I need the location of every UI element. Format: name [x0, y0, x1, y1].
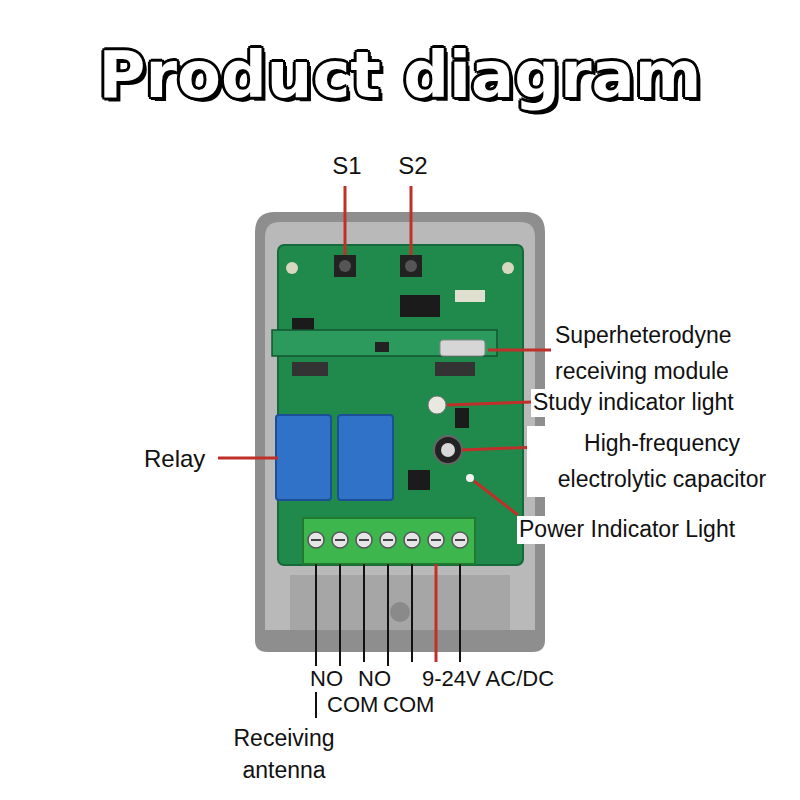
button-s1: [334, 255, 356, 277]
screw-hole: [390, 602, 410, 622]
ic-chip: [400, 295, 440, 317]
terminal-label: COM: [325, 692, 380, 718]
callout-label: Relay: [142, 445, 218, 474]
capacitor: [434, 436, 462, 464]
smd-part: [375, 342, 389, 352]
callout-label: Power Indicator Light: [517, 516, 797, 544]
relay-body: [276, 415, 331, 500]
crystal: [440, 340, 485, 356]
pin-header: [292, 362, 328, 376]
pin-header: [435, 362, 475, 376]
callout-label: High-frequency electrolytic capacitor: [527, 426, 797, 497]
housing-floor: [290, 575, 510, 630]
mount-hole: [286, 262, 298, 274]
button-s2: [400, 255, 422, 277]
callout-label: Receiving antenna: [214, 722, 354, 786]
terminal-label: COM: [381, 692, 436, 718]
power-led: [466, 474, 474, 482]
relay-body: [338, 415, 393, 500]
study-led: [428, 396, 446, 414]
smd-part: [455, 290, 485, 302]
terminal-label: NO: [356, 666, 393, 692]
title: Product diagram: [0, 38, 800, 112]
button-cap: [405, 260, 417, 272]
button-cap: [339, 260, 351, 272]
callout-label: Study indicator light: [531, 389, 797, 417]
terminal-wires: [316, 564, 460, 718]
capacitor-top: [441, 443, 455, 457]
button-label: S2: [395, 152, 431, 181]
button-label: S1: [329, 152, 365, 181]
terminal-label: 9-24V AC/DC: [420, 666, 556, 692]
terminal-label: NO: [308, 666, 345, 692]
housing: [255, 212, 545, 652]
mount-hole: [502, 262, 514, 274]
callout-label: Superheterodyne receiving module: [553, 318, 797, 389]
terminal-block: [303, 518, 475, 564]
housing-inner: [265, 222, 535, 630]
regulator: [455, 408, 469, 428]
ic-chip: [408, 470, 430, 490]
receiving-module: [272, 330, 497, 356]
